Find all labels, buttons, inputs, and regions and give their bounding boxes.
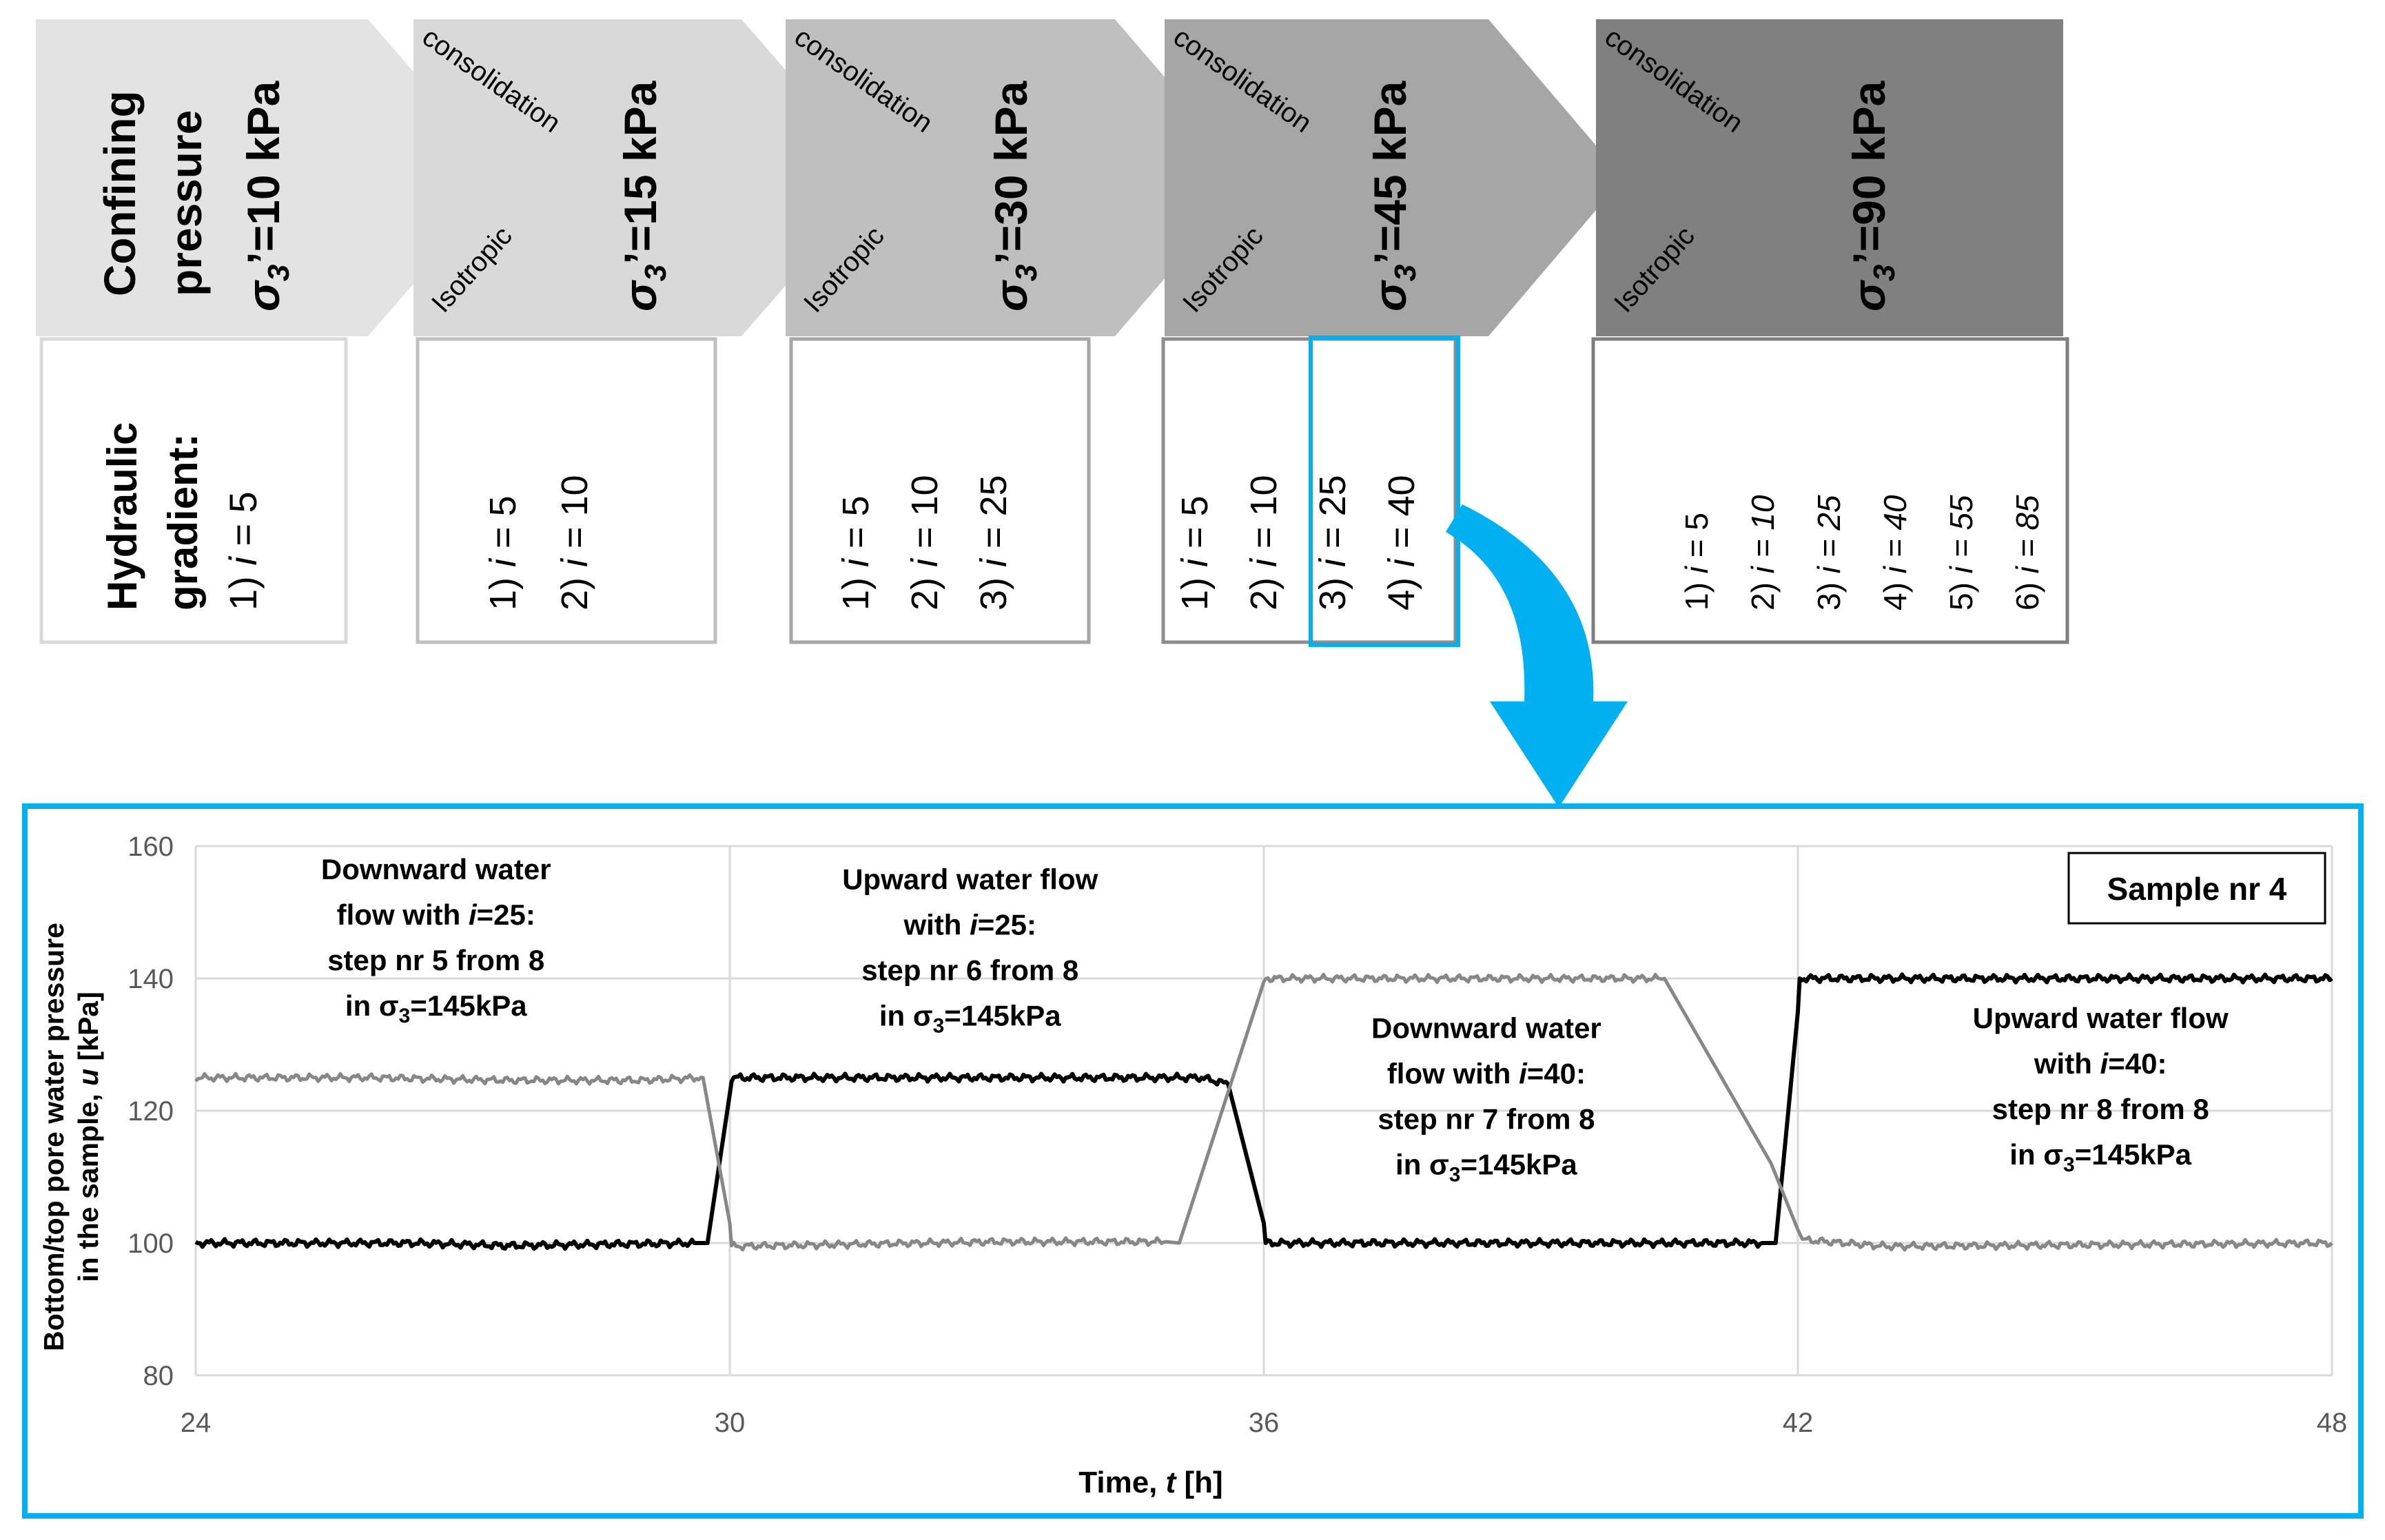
- x-axis-title-symbol: t: [1166, 1466, 1178, 1499]
- y-axis-title-symbol: u: [72, 1069, 104, 1086]
- y-tick-label: 120: [127, 1096, 174, 1127]
- chart-annotation: Upward water flow with i=40: step nr 8 fro…: [1973, 1002, 2229, 1176]
- callout-arrow-icon: [1446, 504, 1628, 808]
- annotation-line: step nr 6 from 8: [861, 954, 1078, 986]
- confining-pressure-header: pressure: [161, 110, 211, 296]
- hydraulic-gradient-step: 1) i = 5: [1679, 513, 1714, 610]
- x-tick-label: 24: [181, 1408, 212, 1438]
- x-tick-label: 42: [1783, 1408, 1814, 1438]
- hydraulic-gradient-step: 2) i = 10: [1745, 495, 1781, 610]
- x-axis-title-main: Time,: [1078, 1466, 1165, 1499]
- chart-annotation: Upward water flow with i=25: step nr 6 fro…: [842, 863, 1098, 1037]
- confining-pressure-label: σ3’=10 kPa: [238, 80, 296, 311]
- pressure-stage-chevron: [1596, 19, 2063, 336]
- y-tick-label: 160: [127, 832, 174, 862]
- annotation-line: flow with i=25:: [337, 899, 535, 931]
- hydraulic-gradient-step: 5) i = 55: [1943, 495, 1979, 610]
- y-axis-title-unit: [kPa]: [72, 992, 104, 1069]
- confining-pressure-header: Confining: [95, 90, 145, 296]
- annotation-line: in σ3=145kPa: [2009, 1138, 2191, 1176]
- hydraulic-gradient-step: 4) i = 40: [1877, 495, 1913, 610]
- hydraulic-gradient-box: [789, 337, 1091, 644]
- y-tick-label: 80: [143, 1361, 174, 1391]
- chart-annotations: Downward water flow with i=25: step nr 5 f…: [321, 853, 2229, 1186]
- confining-pressure-label: σ3’=90 kPa: [1843, 80, 1901, 311]
- sample-label-box: Sample nr 4: [2067, 852, 2326, 925]
- chart-frame: [22, 803, 2364, 1519]
- x-axis-title-unit: [h]: [1176, 1466, 1222, 1499]
- hydraulic-gradient-header: Hydraulic: [99, 422, 145, 610]
- hydraulic-gradient-box: [39, 337, 348, 644]
- sample-label-frame: [2067, 852, 2326, 925]
- chart-series: [194, 972, 2333, 1252]
- pressure-stage-chevron: [786, 19, 1251, 336]
- y-axis-title-main: in the sample,: [72, 1086, 104, 1282]
- chart-grid: [194, 845, 2333, 1377]
- series-line-black: [194, 972, 2333, 1251]
- hydraulic-gradient-header: gradient:: [160, 433, 206, 610]
- y-axis-title-line-2: in the sample, u [kPa]: [72, 992, 104, 1282]
- highlighted-step-frame: [1309, 336, 1460, 647]
- annotation-line: Downward water: [1371, 1012, 1601, 1044]
- annotation-line: Upward water flow: [1973, 1002, 2229, 1034]
- hydraulic-gradient-step: 2) i = 10: [554, 475, 595, 610]
- annotation-line: Upward water flow: [842, 863, 1098, 895]
- pressure-stage-chevron: [1165, 19, 1624, 336]
- annotation-line: with i=40:: [2034, 1047, 2167, 1080]
- y-tick-label: 140: [127, 964, 174, 994]
- x-tick-label: 48: [2317, 1408, 2348, 1438]
- x-axis-title: Time, t [h]: [1078, 1466, 1222, 1499]
- annotation-line: step nr 8 from 8: [1992, 1093, 2209, 1125]
- series-line-grey: [194, 972, 2333, 1252]
- x-tick-label: 30: [715, 1408, 746, 1438]
- hydraulic-gradient-step: 1) i = 5: [221, 491, 265, 610]
- confining-pressure-label: σ3’=15 kPa: [615, 80, 673, 311]
- hydraulic-gradient-step: 6) i = 85: [2009, 495, 2045, 610]
- hydraulic-gradient-step: 2) i = 10: [904, 475, 945, 610]
- chart-ticks: 80 100 120 140 160 24 30 36 42 48: [127, 832, 2347, 1438]
- pressure-stage-chevron: [413, 19, 879, 336]
- sample-label: Sample nr 4: [2107, 871, 2287, 907]
- annotation-line: with i=25:: [903, 908, 1036, 941]
- chart-annotation: Downward water flow with i=25: step nr 5 f…: [321, 853, 551, 1027]
- y-tick-label: 100: [127, 1229, 174, 1259]
- confining-pressure-label: σ3’=45 kPa: [1364, 80, 1422, 311]
- annotation-line: in σ3=145kPa: [345, 989, 527, 1027]
- hydraulic-gradient-step: 1) i = 5: [835, 495, 877, 610]
- chart-annotation: Downward water flow with i=40: step nr 7 f…: [1371, 1012, 1601, 1186]
- x-tick-label: 36: [1249, 1408, 1280, 1438]
- annotation-line: flow with i=40:: [1387, 1057, 1586, 1089]
- hydraulic-gradient-step: 1) i = 5: [1174, 495, 1216, 610]
- annotation-line: step nr 7 from 8: [1378, 1102, 1595, 1135]
- hydraulic-gradient-box: [416, 337, 717, 644]
- y-axis-title: Bottom/top pore water pressure in the sa…: [38, 923, 104, 1351]
- pore-pressure-chart: 80 100 120 140 160 24 30 36 42 48 Downward water f…: [22, 803, 2364, 1519]
- annotation-line: step nr 5 from 8: [327, 944, 544, 976]
- annotation-line: in σ3=145kPa: [879, 999, 1061, 1037]
- hydraulic-gradient-step: 1) i = 5: [482, 495, 524, 610]
- hydraulic-gradient-box: [1591, 337, 2069, 644]
- hydraulic-gradient-step: 3) i = 25: [1811, 495, 1847, 610]
- annotation-line: in σ3=145kPa: [1395, 1148, 1577, 1186]
- highlight-callout: [1309, 336, 1628, 808]
- annotation-line: Downward water: [321, 853, 551, 885]
- hydraulic-gradient-step: 3) i = 25: [1312, 475, 1353, 610]
- confining-pressure-label: σ3’=30 kPa: [985, 80, 1043, 311]
- y-axis-title-line-1: Bottom/top pore water pressure: [38, 923, 70, 1351]
- pressure-stage-chevron: [36, 19, 506, 336]
- hydraulic-gradient-boxes: Hydraulic gradient: 1) i = 5 1) i = 5 2) i =…: [39, 337, 2069, 644]
- hydraulic-gradient-step: 3) i = 25: [973, 475, 1014, 610]
- hydraulic-gradient-step: 2) i = 10: [1243, 475, 1284, 610]
- hydraulic-gradient-step: 4) i = 40: [1381, 475, 1422, 610]
